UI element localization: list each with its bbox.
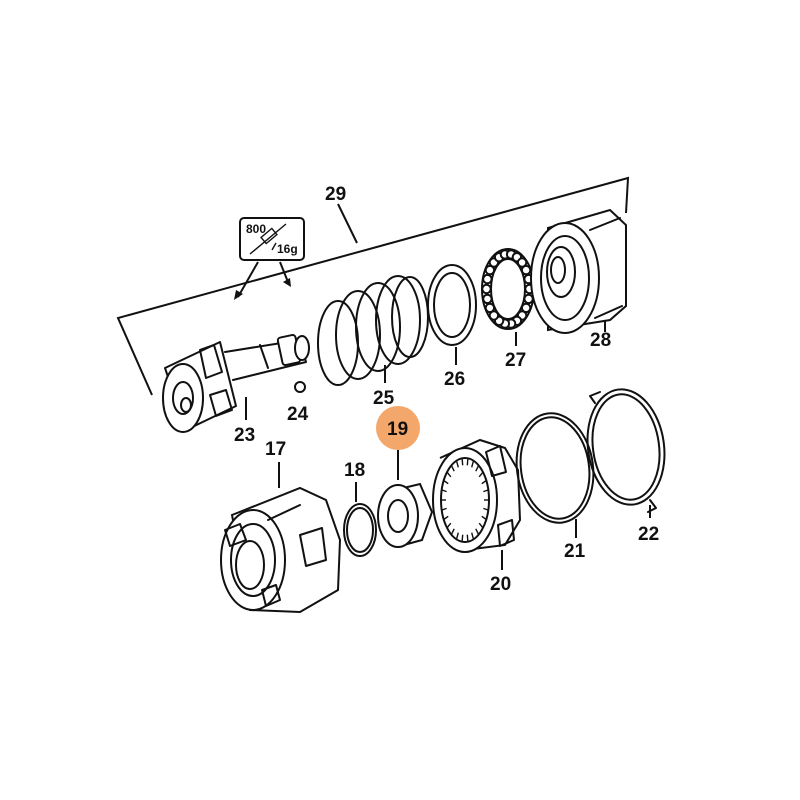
bearing-ball xyxy=(484,264,496,276)
part-23-shaft xyxy=(162,333,310,433)
part-22-retaining-ring xyxy=(586,388,666,518)
spline-tooth xyxy=(471,460,475,468)
part-19-thick-washer xyxy=(377,450,434,548)
part-25-spring-pack xyxy=(317,275,429,386)
spline-tooth xyxy=(443,479,449,485)
bearing-ball xyxy=(481,283,492,295)
spline-tooth xyxy=(461,458,464,466)
grease-spec-bottom: 16g xyxy=(277,242,298,256)
bearing-ball xyxy=(482,293,493,305)
spline-tooth xyxy=(446,522,452,529)
spline-tooth xyxy=(446,471,452,478)
callout-21: 21 xyxy=(564,541,586,562)
bearing-ball xyxy=(523,293,534,305)
bearing-ball xyxy=(516,257,528,268)
grease-spec-top: 800 xyxy=(246,222,266,236)
part-20-ring-gear xyxy=(432,438,522,570)
bearing-ball xyxy=(520,302,532,314)
spline-tooth xyxy=(443,515,449,521)
callout-23: 23 xyxy=(234,425,255,446)
bearing-ball xyxy=(482,273,493,285)
callout-25: 25 xyxy=(373,388,395,409)
part-28-drum xyxy=(530,208,627,334)
spline-tooth xyxy=(475,465,480,472)
bearing-ball xyxy=(488,310,500,321)
callout-20: 20 xyxy=(490,574,511,595)
spline-tooth xyxy=(478,522,484,529)
spline-tooth xyxy=(475,528,480,535)
callout-24: 24 xyxy=(287,404,309,425)
callout-18: 18 xyxy=(344,460,365,481)
callout-17: 17 xyxy=(265,439,286,460)
callout-29: 29 xyxy=(325,184,346,205)
callout-19: 19 xyxy=(387,419,408,440)
spline-tooth xyxy=(450,528,455,535)
spline-tooth xyxy=(471,532,475,540)
spline-tooth xyxy=(466,534,469,542)
part-17-hub xyxy=(220,462,342,614)
callout-27: 27 xyxy=(505,350,526,371)
spline-tooth xyxy=(455,532,459,540)
spline-tooth xyxy=(441,507,447,511)
spline-tooth xyxy=(483,489,489,493)
spline-tooth xyxy=(466,458,469,466)
spline-tooth xyxy=(478,471,484,478)
spline-tooth xyxy=(455,460,459,468)
spline-tooth xyxy=(450,465,455,472)
callout-28: 28 xyxy=(590,330,611,351)
part-26-washer xyxy=(427,264,477,365)
part-18-o-ring xyxy=(343,482,377,557)
spline-tooth xyxy=(483,507,489,511)
grease-spec-box: 800 16g xyxy=(234,217,305,300)
bearing-ball xyxy=(484,302,496,314)
highlight-marker-19 xyxy=(376,406,420,450)
callout-26: 26 xyxy=(444,369,465,390)
bearing-ball xyxy=(520,264,532,276)
assembly-bracket-29 xyxy=(116,176,630,396)
callout-22: 22 xyxy=(638,524,659,545)
grease-gun-icon xyxy=(249,223,287,255)
spline-tooth xyxy=(481,515,487,521)
spline-tooth xyxy=(461,534,464,542)
spline-tooth xyxy=(481,479,487,485)
spline-tooth xyxy=(441,489,447,493)
part-21-snap-ring xyxy=(515,412,595,538)
part-27-bearing xyxy=(481,248,535,346)
